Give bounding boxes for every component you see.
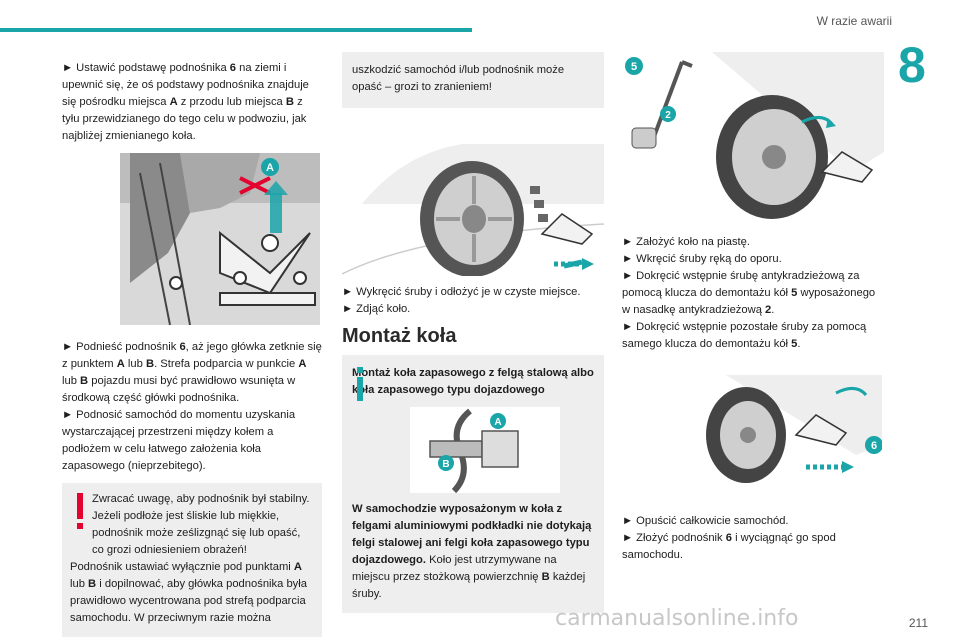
label-5-badge: 5	[631, 61, 637, 73]
warning-box-continued: uszkodzić samochód i/lub podnośnik może …	[342, 52, 604, 108]
lower-car-drawing: 6	[706, 375, 882, 483]
chapter-number: 8	[898, 37, 926, 93]
bolt-drawing: A B	[429, 408, 519, 493]
column-2: uszkodzić samochód i/lub podnośnik może …	[342, 52, 604, 613]
step-raise-jack: ► Podnieść podnośnik 6, aż jego główka z…	[62, 341, 322, 404]
watermark: carmanualsonline.info	[555, 606, 799, 631]
lower-car-illustration: 6	[666, 375, 882, 485]
info-body: W samochodzie wyposażonym w koła z felga…	[352, 503, 592, 600]
warning-icon	[77, 493, 83, 529]
step-hand-tighten: ► Wkręcić śruby ręką do oporu.	[622, 253, 782, 265]
step-antitheft-bolt: ► Dokręcić wstępnie śrubę antykradzieżow…	[622, 270, 876, 316]
label-2-badge: 2	[665, 110, 671, 121]
step-mount-wheel: ► Założyć koło na piastę.	[622, 236, 750, 248]
step-lower-car: ► Opuścić całkowicie samochód.	[622, 515, 789, 527]
info-box: Montaż koła zapasowego z felgą stalową a…	[342, 355, 604, 613]
jack-drawing: A	[120, 153, 320, 325]
column-3: 5 2 ► Założyć koło na piastę. ► Wkręcić …	[622, 52, 884, 564]
label-b-badge: B	[442, 459, 449, 470]
warning-text-2: Podnośnik ustawiać wyłącznie pod punktam…	[70, 561, 307, 624]
info-icon	[357, 367, 363, 401]
wheel-removal-drawing	[342, 144, 604, 276]
step-remaining-bolts: ► Dokręcić wstępnie pozostałe śruby za p…	[622, 321, 867, 350]
jack-illustration: A	[120, 153, 320, 325]
warning-box: Zwracać uwagę, aby podnośnik był stabiln…	[62, 483, 322, 637]
step-remove-bolts: ► Wykręcić śruby i odłożyć je w czyste m…	[342, 286, 581, 298]
info-title: Montaż koła zapasowego z felgą stalową a…	[352, 367, 594, 396]
step-remove-wheel: ► Zdjąć koło.	[342, 303, 411, 315]
column-1: ► Ustawić podstawę podnośnika 6 na ziemi…	[62, 60, 322, 637]
wheel-removal-illustration	[342, 114, 604, 276]
label-a-badge: A	[494, 417, 501, 428]
label-6-badge: 6	[871, 440, 877, 452]
wheel-mount-drawing: 5 2	[625, 52, 884, 219]
section-title: Montaż koła	[342, 325, 457, 347]
chapter-title: W razie awarii	[816, 14, 892, 28]
page-number: 211	[908, 616, 928, 630]
label-a-badge: A	[266, 162, 274, 174]
wheel-mount-illustration: 5 2	[622, 52, 884, 226]
step-fold-jack: ► Złożyć podnośnik 6 i wyciągnąć go spod…	[622, 532, 836, 561]
step-jack-placement: ► Ustawić podstawę podnośnika 6 na ziemi…	[62, 62, 309, 142]
warning-text-1: Zwracać uwagę, aby podnośnik był stabiln…	[92, 493, 310, 556]
bolt-illustration: A B	[410, 407, 560, 493]
step-lift-car: ► Podnosić samochód do momentu uzyskania…	[62, 409, 296, 472]
header-accent-bar	[0, 28, 472, 32]
warning-continued-text: uszkodzić samochód i/lub podnośnik może …	[352, 64, 565, 93]
